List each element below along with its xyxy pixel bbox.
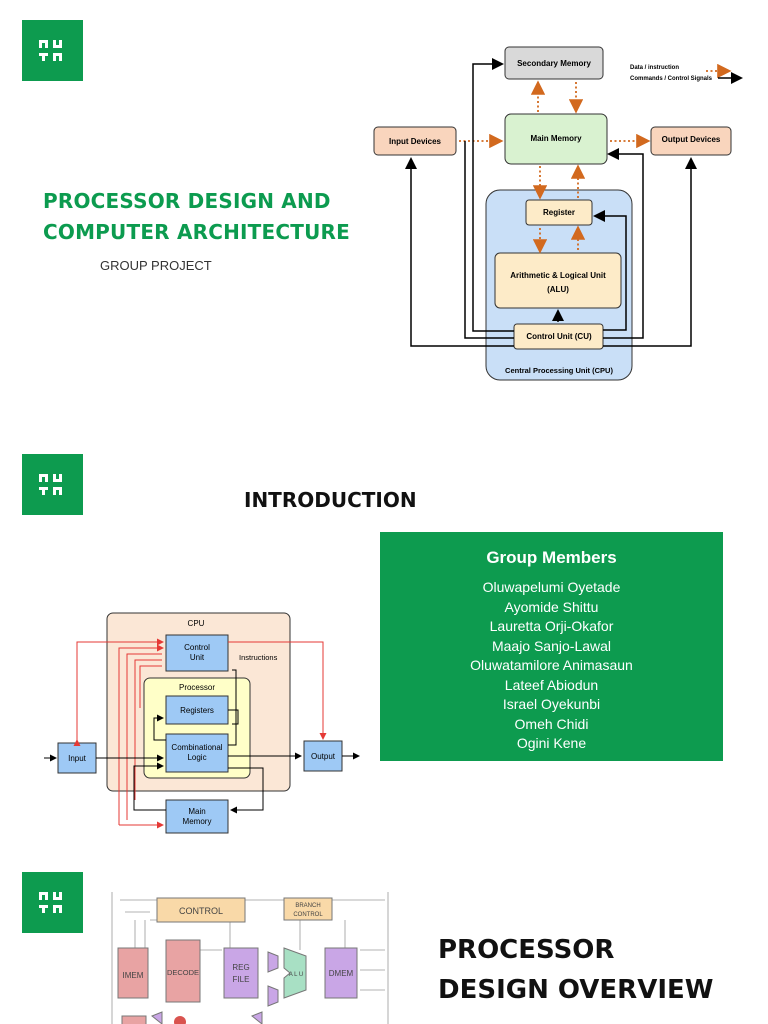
comb-label-1: Combinational [171,743,222,752]
group-members-panel: Group Members Oluwapelumi Oyetade Ayomid… [380,532,723,761]
secondary-memory-box [504,46,604,80]
main-memory-box [504,113,608,165]
cpu-label: CPU [188,619,205,628]
processor-label: Processor [179,683,215,692]
decode-label: DECODE [167,968,199,977]
alu-box [494,252,622,309]
secondary-memory-label: Secondary Memory [517,59,591,68]
adder-icon [174,1016,186,1024]
imem-label: IMEM [123,971,144,980]
branch-label-2: CONTROL [293,912,323,918]
output-label: Output [311,752,336,761]
member-item: Lauretta Orji-Okafor [489,618,614,634]
mem-label-2: Memory [183,817,212,826]
dmem-block [324,947,358,999]
pc-block [121,1015,147,1024]
input-devices-label: Input Devices [389,137,442,146]
reg-label-1: REG [232,963,249,972]
cpu-block-diagram: CPU Processor Control Unit Registers Com… [44,612,360,834]
cpu-label: Central Processing Unit (CPU) [505,366,613,375]
title-line1: PROCESSOR DESIGN AND [43,189,331,213]
alu-label: A L U [289,972,303,978]
introduction-heading: INTRODUCTION [244,488,417,512]
control-unit-label: Control Unit (CU) [526,332,592,341]
member-item: Israel Oyekunbi [502,696,601,712]
control-label-2: Unit [190,653,205,662]
member-item: Lateef Abiodun [504,676,599,693]
registers-label: Registers [180,706,214,715]
output-box [303,740,343,772]
imem-block [117,947,149,999]
legend-control-label: Commands / Control Signals [630,76,713,82]
input-label: Input [68,754,87,763]
slide1-subtitle: GROUP PROJECT [100,258,212,273]
nutm-logo [22,454,83,515]
processor-datapath-sketch: CONTROL BRANCH CONTROL IMEM DECODE REG F… [111,892,389,1024]
control-label-1: Control [184,643,210,652]
slide1-title: PROCESSOR DESIGN AND COMPUTER ARCHITECTU… [43,186,373,248]
heading-line1: PROCESSOR [438,935,615,965]
control-block [156,897,246,923]
instructions-label: Instructions [239,653,278,662]
group-members-list: Oluwapelumi Oyetade Ayomide Shittu Laure… [380,578,723,754]
computer-architecture-diagram: Central Processing Unit (CPU) Secondary … [373,46,743,381]
member-item: Omeh Chidi [514,715,589,732]
member-item: Ogini Kene [516,735,587,751]
mux-icon [267,985,279,1007]
registers-box [165,695,229,725]
combinational-logic-box [165,733,229,773]
member-item: Ayomide Shittu [504,598,599,615]
comb-label-2: Logic [187,753,206,762]
register-box [525,199,593,226]
alu-label-1: Arithmetic & Logical Unit [510,271,606,280]
member-item: Oluwapelumi Oyetade [482,579,621,595]
control-unit-box [165,634,229,672]
main-memory-box [165,799,229,834]
branch-control-block [283,897,333,921]
mux-icon [267,951,279,973]
alu-block [283,947,307,999]
control-unit-box [513,323,604,350]
control-block-label: CONTROL [179,906,223,916]
alu-label-2: (ALU) [547,285,569,294]
reg-label-2: FILE [233,975,250,984]
group-members-title: Group Members [486,548,617,567]
member-item: Maajo Sanjo-Lawal [491,637,612,654]
decode-block [165,939,201,1003]
output-devices-label: Output Devices [662,135,721,144]
register-label: Register [543,208,575,217]
mem-label-1: Main [188,807,205,816]
mux-icon [151,1011,163,1024]
processor-design-overview-heading: PROCESSOR DESIGN OVERVIEW [438,930,713,1010]
nutm-logo [22,20,83,81]
main-memory-label: Main Memory [530,134,582,143]
title-line2: COMPUTER ARCHITECTURE [43,220,351,244]
legend-data-label: Data / instruction [630,65,679,71]
heading-line2: DESIGN OVERVIEW [438,975,714,1005]
dmem-label: DMEM [329,969,354,978]
mux-icon [251,1011,263,1024]
member-item: Oluwatamilore Animasaun [470,657,633,673]
output-devices-box [650,126,732,156]
input-devices-box [373,126,457,156]
nutm-logo [22,872,83,933]
branch-label-1: BRANCH [295,903,320,909]
reg-file-block [223,947,259,999]
